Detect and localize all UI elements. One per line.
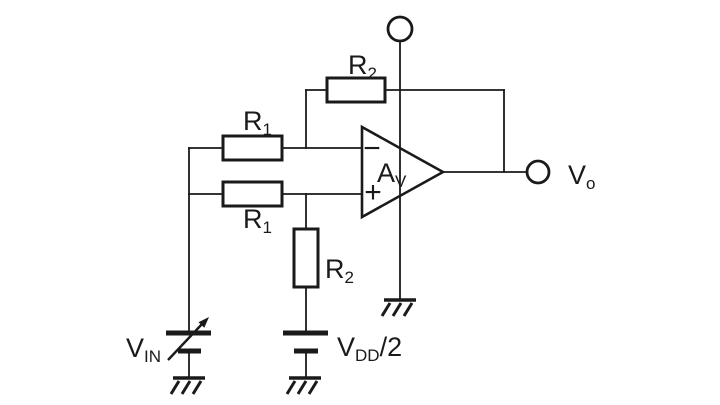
opamp-triangle — [360, 124, 446, 220]
ground-slash — [296, 380, 308, 395]
ground-symbol-supply — [380, 298, 416, 317]
resistor-r1-bottom-body — [221, 180, 284, 208]
opamp-gain-label: AV — [377, 158, 407, 191]
ground-symbol-vref — [285, 376, 321, 395]
resistor-r2-feedback-body — [325, 76, 387, 104]
ground-symbol-vin — [169, 376, 205, 395]
vin-variable-arrow-head — [198, 317, 209, 328]
r2-feedback-label: R2 — [348, 50, 377, 83]
resistor-r2-shunt-body — [292, 227, 320, 289]
ground-slash — [307, 380, 319, 395]
r1-top-label: R1 — [243, 106, 272, 139]
opamp-inverting-sign: − — [363, 132, 381, 165]
vin-variable-arrow-shaft — [167, 322, 204, 361]
ground-slash — [402, 302, 414, 317]
opamp-noninverting-sign: + — [364, 176, 382, 209]
ground-slash — [191, 380, 203, 395]
vin-source — [166, 317, 211, 361]
r1-bottom-label: R1 — [243, 204, 272, 237]
vref-battery — [283, 330, 328, 354]
r2-shunt-label: R2 — [325, 254, 354, 287]
ground-slash — [391, 302, 403, 317]
supply-terminal — [386, 15, 414, 43]
resistor-r1-top-body — [221, 134, 284, 162]
output-terminal — [525, 159, 551, 185]
vref-label: VDD/2 — [337, 332, 402, 365]
vout-label: Vo — [568, 160, 595, 193]
vin-label: VIN — [126, 333, 161, 366]
ground-slash — [380, 302, 392, 317]
ground-slash — [285, 380, 297, 395]
ground-slash — [169, 380, 181, 395]
ground-slash — [180, 380, 192, 395]
